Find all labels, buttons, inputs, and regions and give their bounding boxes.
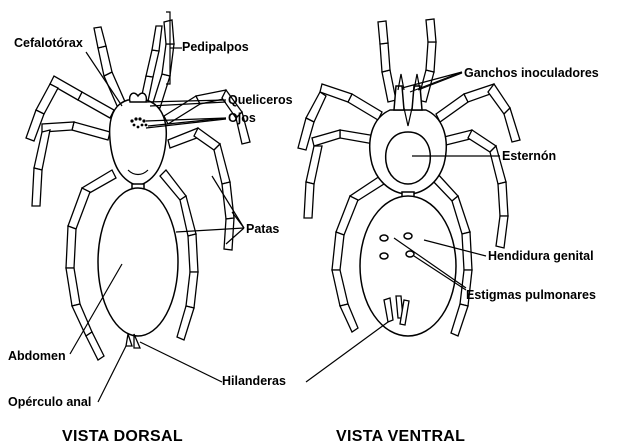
label-cefalotorax: Cefalotórax: [14, 36, 83, 50]
label-queliceros: Queliceros: [228, 93, 293, 107]
ventral-abdomen-shape: [360, 196, 456, 336]
label-hendidura-genital: Hendidura genital: [488, 249, 594, 263]
ventral-sternum-shape: [386, 132, 431, 184]
label-estigmas-pulmonares: Estigmas pulmonares: [466, 288, 596, 302]
label-operculo-anal: Opérculo anal: [8, 395, 91, 409]
dorsal-abdomen-shape: [98, 188, 178, 336]
caption-vista-dorsal: VISTA DORSAL: [62, 428, 183, 446]
label-esternon: Esternón: [502, 149, 556, 163]
label-pedipalpos: Pedipalpos: [182, 40, 249, 54]
dorsal-spider: [26, 20, 250, 360]
label-ganchos-inoculadores: Ganchos inoculadores: [464, 66, 599, 80]
label-abdomen: Abdomen: [8, 349, 66, 363]
dorsal-cephalothorax-shape: [110, 100, 167, 186]
caption-vista-ventral: VISTA VENTRAL: [336, 428, 465, 446]
label-patas: Patas: [246, 222, 279, 236]
label-hilanderas: Hilanderas: [222, 374, 286, 388]
label-ojos: Ojos: [228, 111, 256, 125]
